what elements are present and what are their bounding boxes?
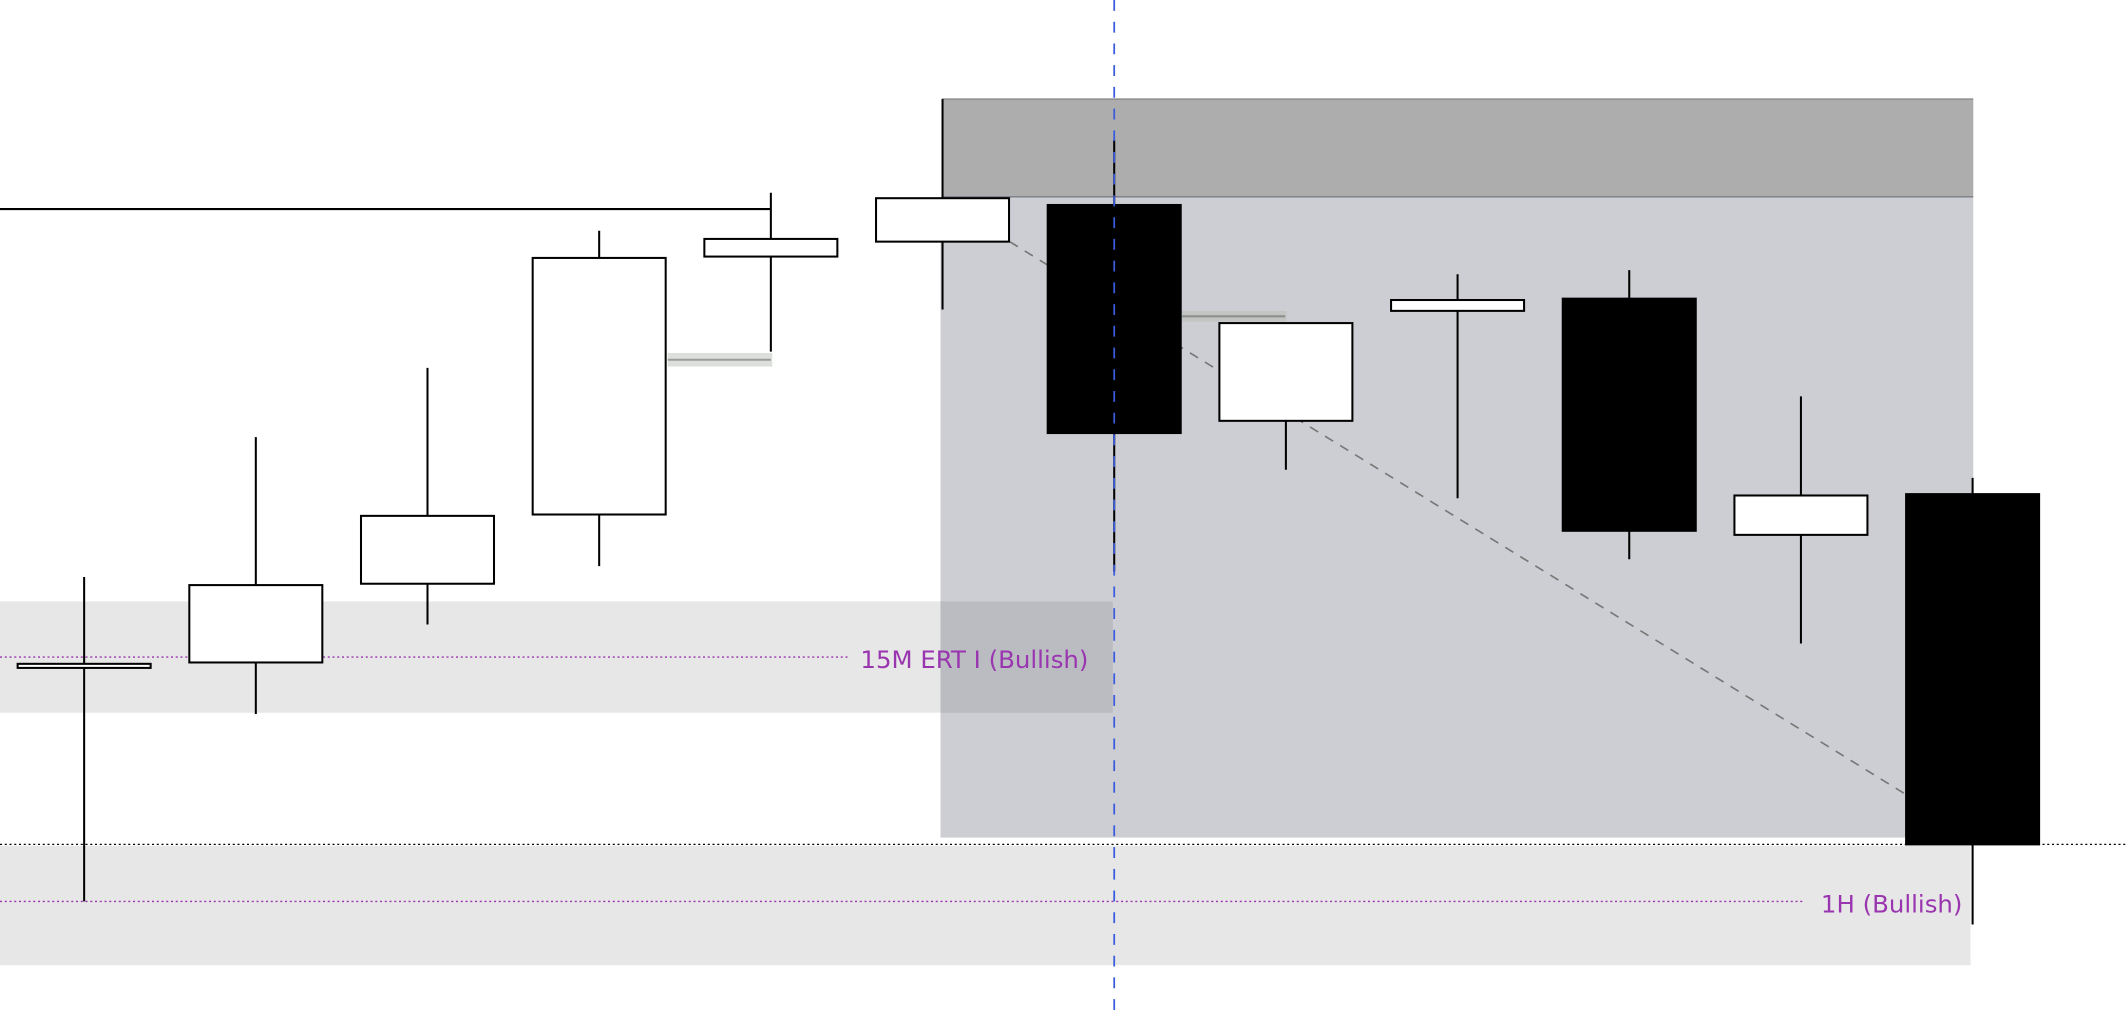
zone-1h-band (0, 845, 1971, 966)
candle-body-bullish (188, 584, 324, 664)
candle-body-bullish (875, 197, 1011, 243)
range-box-top (941, 99, 1974, 197)
candle-body-bearish (1905, 493, 2041, 846)
zone-1h-label: 1H (Bullish) (1821, 889, 1962, 918)
candle-body-bullish (16, 662, 152, 669)
candle-body-bullish (359, 514, 496, 585)
candle-body-bullish (1733, 494, 1869, 536)
candle-body-bullish (703, 237, 839, 258)
candle-body-bullish (1218, 322, 1354, 422)
candle-body-bullish (531, 256, 667, 516)
zone-15m-label: 15M ERT I (Bullish) (860, 645, 1088, 674)
zone-overlap-shade (940, 601, 1113, 713)
candle-body-bullish (1390, 298, 1526, 312)
candle-body-bearish (1561, 297, 1697, 532)
